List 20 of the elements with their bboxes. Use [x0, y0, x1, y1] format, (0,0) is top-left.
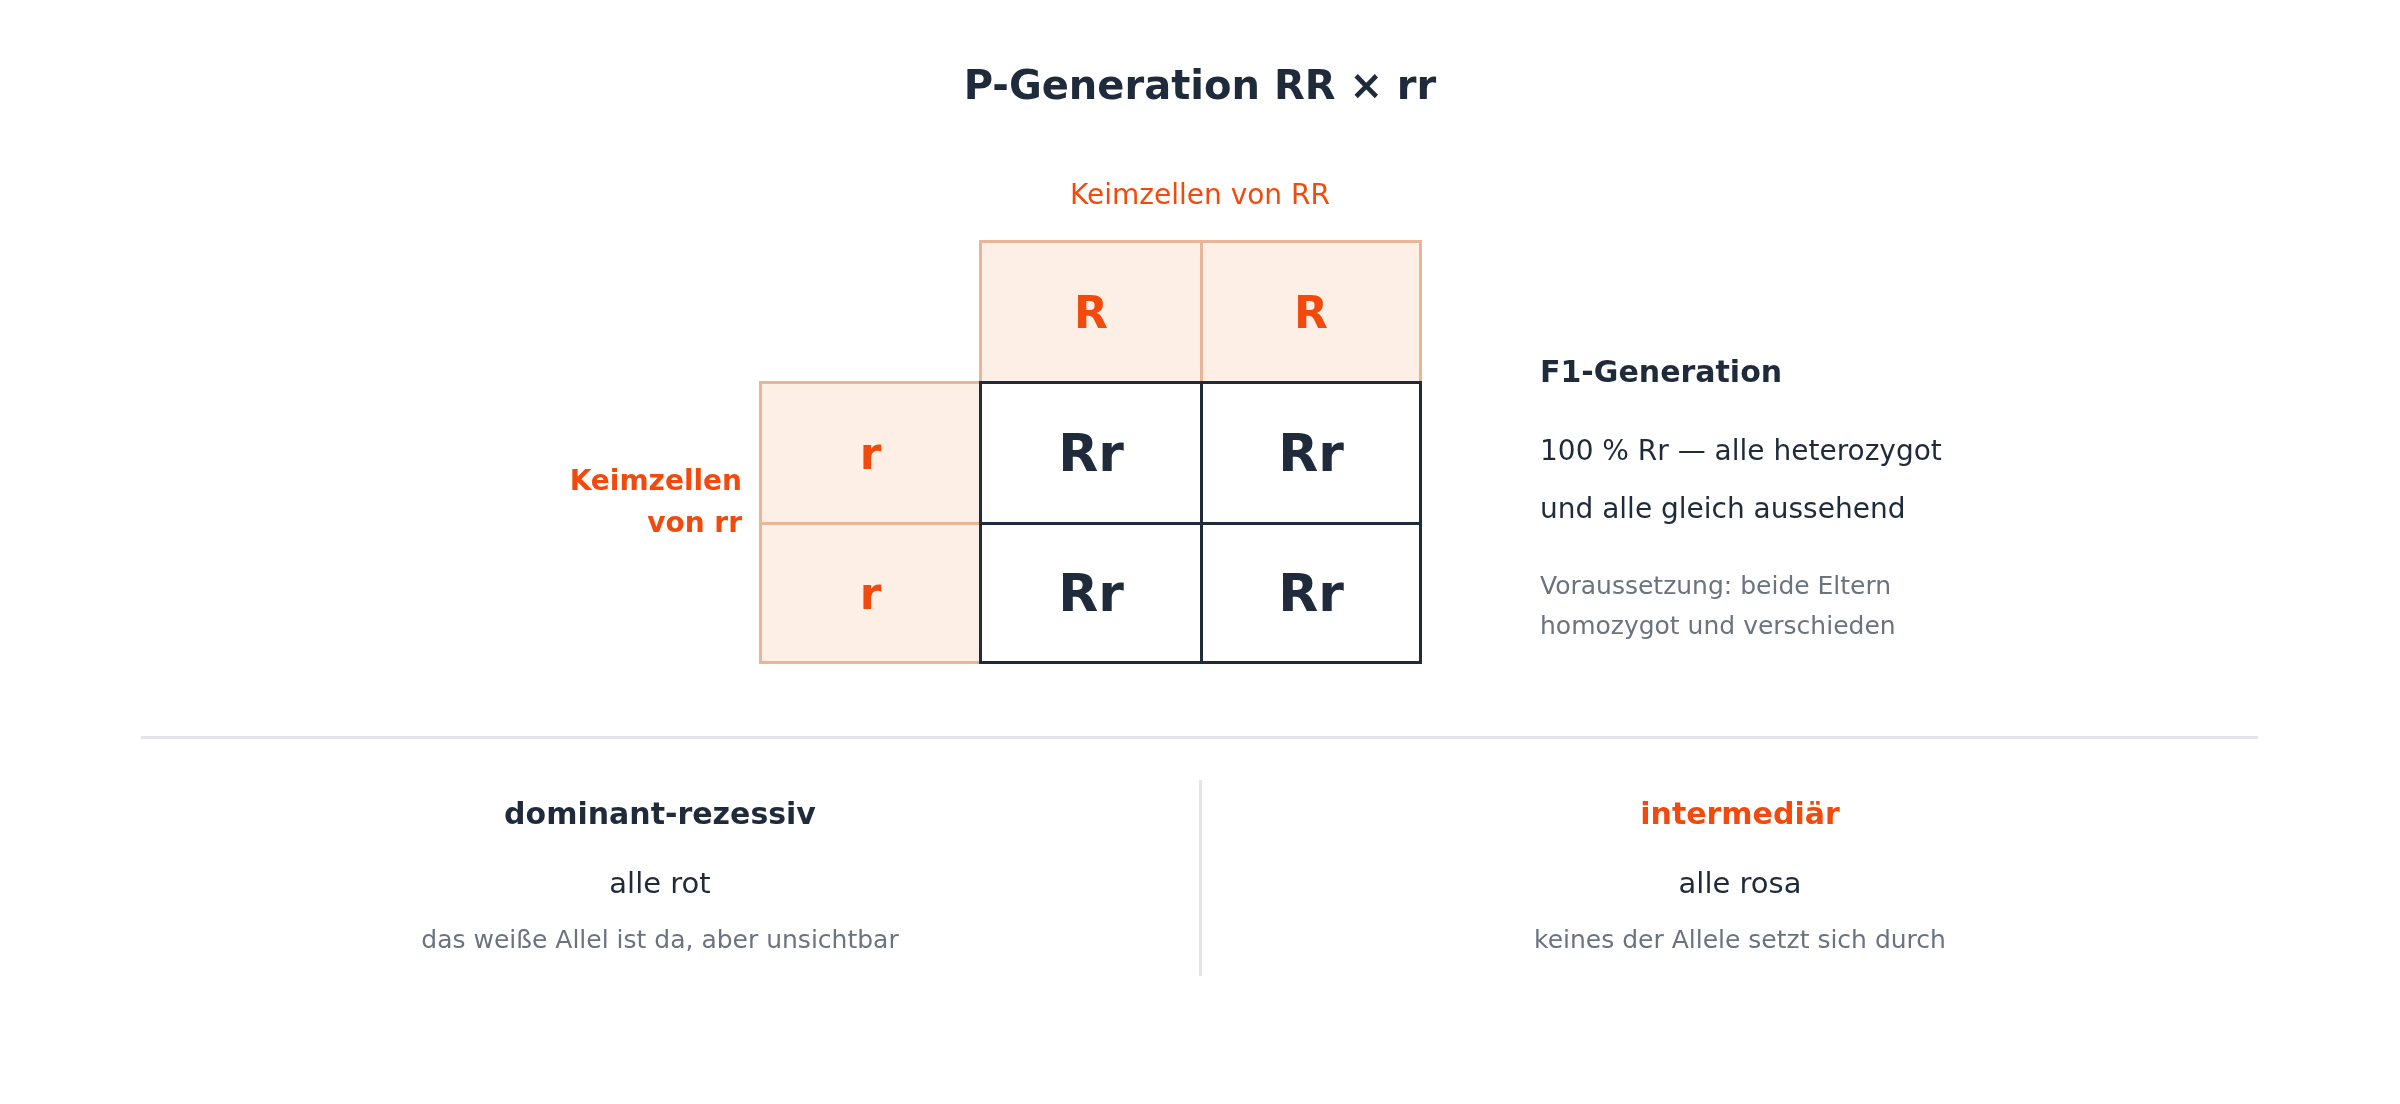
gamete-cell: r	[759, 381, 982, 525]
gamete-cell: R	[979, 240, 1203, 384]
note-text: das weiße Allel ist da, aber unsichtbar	[420, 925, 900, 954]
heading: dominant-rezessiv	[503, 796, 817, 831]
gamete-cell: r	[759, 522, 982, 664]
result-text: alle rosa	[1677, 866, 1803, 900]
axis-label: Keimzellen von RR	[1069, 178, 1331, 211]
genotype-cell: Rr	[1200, 522, 1422, 664]
genotype-cell: Rr	[979, 381, 1203, 525]
heading: F1-Generation	[1540, 354, 1783, 389]
gamete-cell: R	[1200, 240, 1422, 384]
note-text: keines der Allele setzt sich durch	[1533, 925, 1947, 954]
heading: intermediär	[1639, 796, 1841, 831]
result-text: alle rot	[608, 866, 712, 900]
axis-label: Keimzellen von rr	[568, 463, 742, 541]
genotype-cell: Rr	[979, 522, 1203, 664]
title: P-Generation RR × rr	[962, 62, 1438, 108]
genotype-cell: Rr	[1200, 381, 1422, 525]
note-text: Voraussetzung: beide Eltern homozygot und verschieden	[1540, 570, 1897, 642]
result-text: 100 % Rr — alle heterozygot und alle gleich aussehend	[1540, 433, 1943, 527]
